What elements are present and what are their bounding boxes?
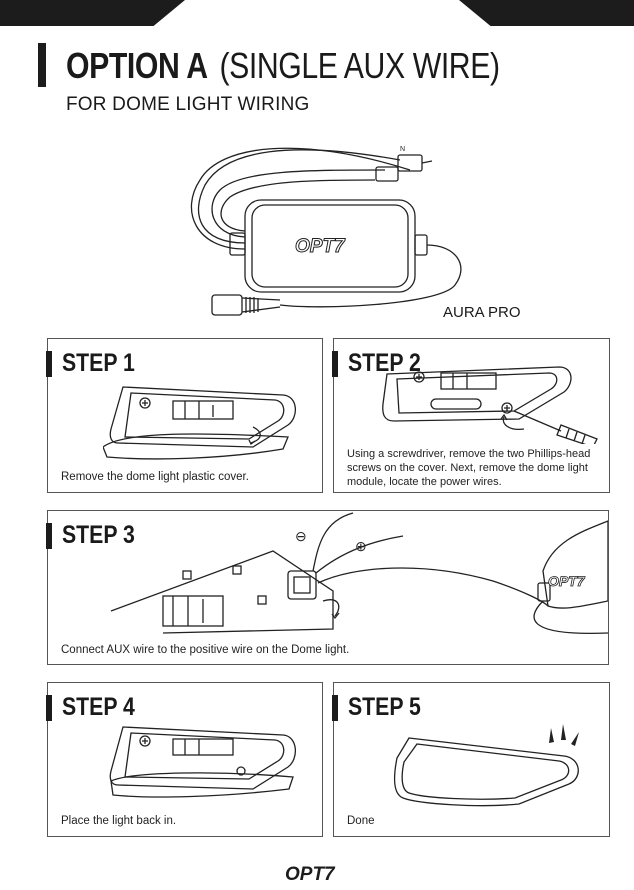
step-4-title: STEP 4 xyxy=(62,693,135,721)
step-5-accent-bar xyxy=(332,695,338,721)
step-5-finished-light-illustration xyxy=(393,724,579,807)
aura-pro-controller-illustration: N OPT7 xyxy=(190,146,462,316)
step-2-panel: STEP 2 Using a screwdriver, remove the t… xyxy=(332,338,610,493)
footer-logo: OPT7 xyxy=(285,864,336,884)
step-4-caption: Place the light back in. xyxy=(61,815,177,827)
device-logo: OPT7 xyxy=(295,236,346,257)
page-title: OPTION A (SINGLE AUX WIRE) xyxy=(66,46,500,86)
step-1-title: STEP 1 xyxy=(62,349,135,377)
step-2-title: STEP 2 xyxy=(348,349,421,377)
step-3-wiring-illustration: ⊖ ⊕ OPT7 xyxy=(110,512,608,635)
title-sub: (SINGLE AUX WIRE) xyxy=(219,45,500,86)
title-accent-bar xyxy=(38,43,46,87)
step-2-accent-bar xyxy=(332,351,338,377)
step-2-screwdriver-illustration xyxy=(382,366,598,444)
negative-terminal-icon: ⊖ xyxy=(295,528,307,544)
title-main: OPTION A xyxy=(66,45,208,86)
page-subtitle: FOR DOME LIGHT WIRING xyxy=(66,94,310,115)
step-5-title: STEP 5 xyxy=(348,693,421,721)
header-corner-right xyxy=(459,0,634,26)
footer-logo-text: OPT7 xyxy=(285,864,336,884)
product-label: AURA PRO xyxy=(443,304,521,321)
step-4-accent-bar xyxy=(46,695,52,721)
step-3-panel: STEP 3 ⊖ ⊕ OPT7 Connect AUX wire to the … xyxy=(46,510,609,665)
header-corner-left xyxy=(0,0,185,26)
step-4-panel: STEP 4 Place the light back in. xyxy=(46,682,323,837)
step-5-panel: STEP 5 Done xyxy=(332,682,610,837)
svg-text:N: N xyxy=(400,146,405,153)
step-1-accent-bar xyxy=(46,351,52,377)
step-3-accent-bar xyxy=(46,523,52,549)
shine-lines-icon xyxy=(549,724,579,746)
step-1-dome-light-illustration xyxy=(103,386,296,460)
step-1-panel: STEP 1 Remove the dome light plastic cov… xyxy=(46,338,323,493)
step-5-caption: Done xyxy=(347,815,375,827)
step-3-device-logo: OPT7 xyxy=(548,573,586,589)
step-3-title: STEP 3 xyxy=(62,521,135,549)
step-3-caption: Connect AUX wire to the positive wire on… xyxy=(61,644,350,656)
step-2-caption: Using a screwdriver, remove the two Phil… xyxy=(347,448,591,488)
step-4-dome-light-illustration xyxy=(109,726,296,798)
step-1-caption: Remove the dome light plastic cover. xyxy=(61,471,249,483)
positive-terminal-icon: ⊕ xyxy=(355,538,367,554)
